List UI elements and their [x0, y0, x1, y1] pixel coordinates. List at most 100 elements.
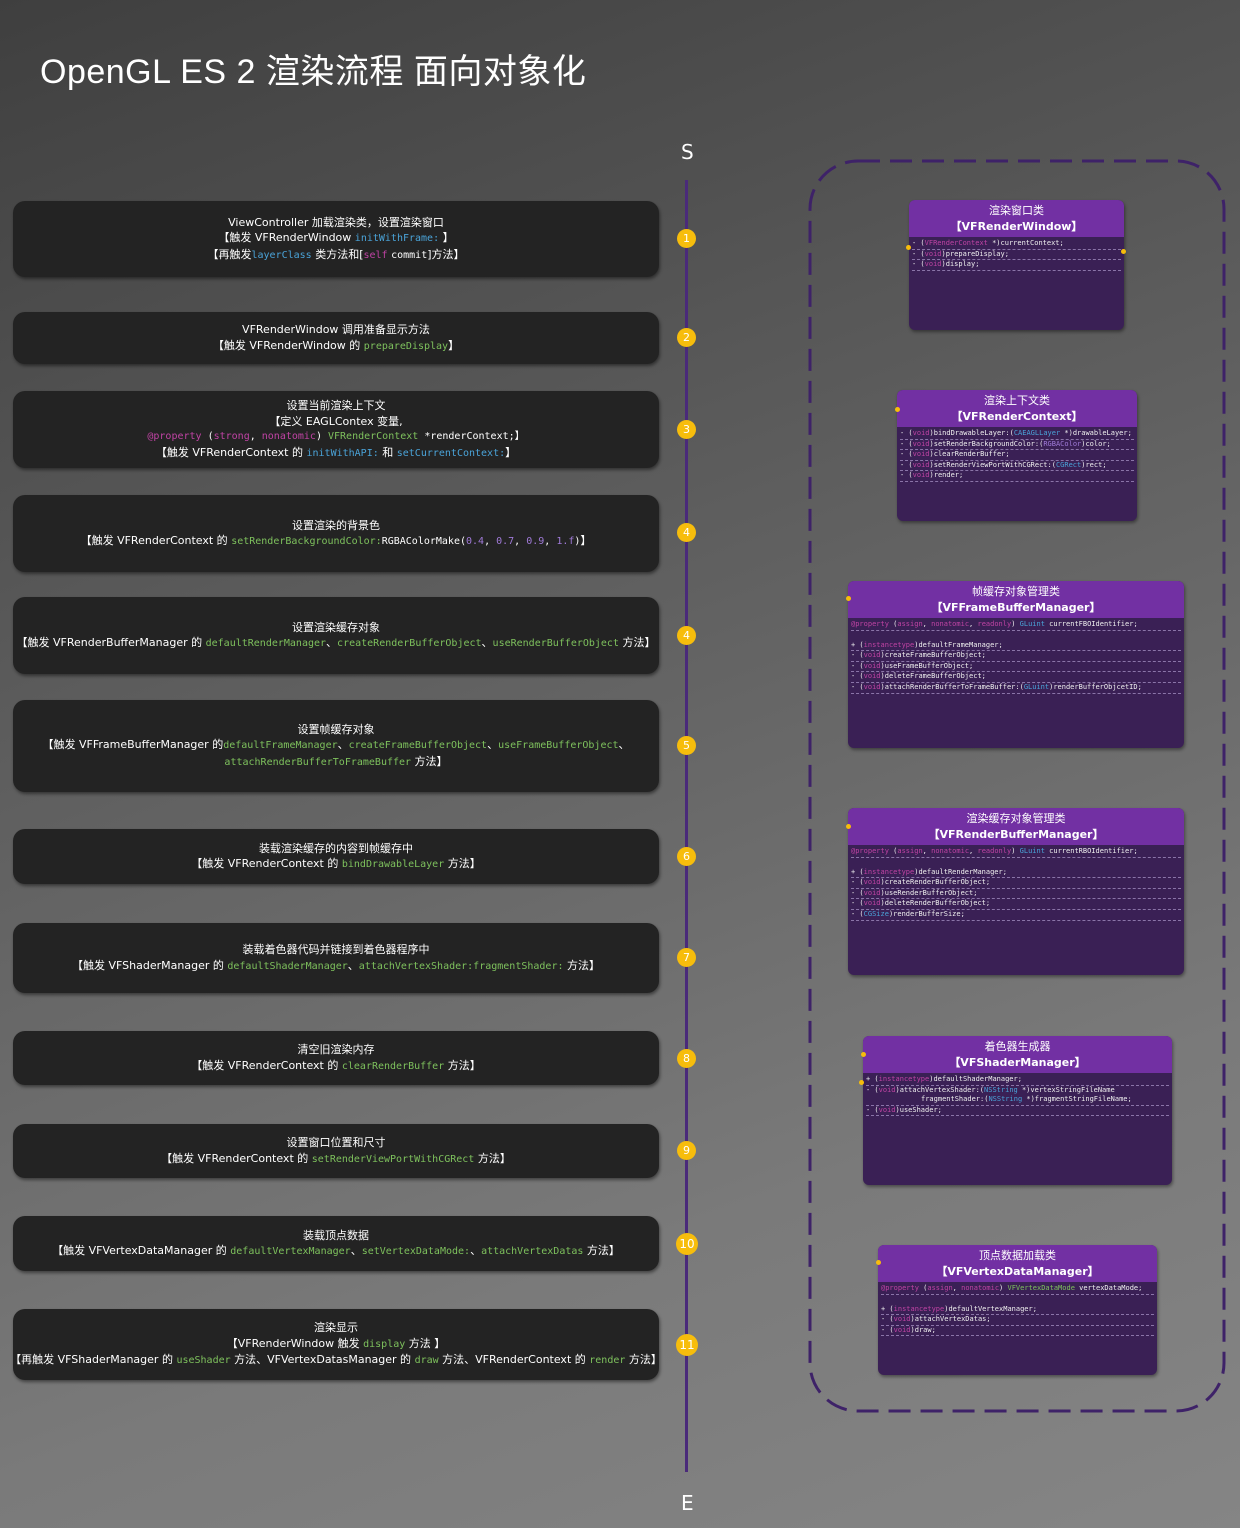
- class-card-header: 帧缓存对象管理类 【VFFrameBufferManager】: [848, 581, 1184, 618]
- step-line: 【触发 VFFrameBufferManager 的defaultFrameMa…: [42, 738, 630, 752]
- class-card-header: 顶点数据加载类 【VFVertexDataManager】: [878, 1245, 1157, 1282]
- class-member: - (void)bindDrawableLayer:(CAEAGLLayer *…: [900, 429, 1134, 440]
- class-member: + (instancetype)defaultFrameManager;: [851, 641, 1181, 652]
- step-number-badge: 6: [677, 847, 696, 866]
- class-member: - (CGSize)renderBufferSize;: [851, 910, 1181, 921]
- timeline-start-label: S: [681, 140, 694, 164]
- class-member: - (VFRenderContext *)currentContext;: [912, 239, 1121, 250]
- step-box-9: 设置窗口位置和尺寸 【触发 VFRenderContext 的 setRende…: [13, 1124, 659, 1178]
- step-line: 装载顶点数据: [303, 1228, 369, 1242]
- class-member: fragmentShader:(NSString *)fragmentStrin…: [866, 1095, 1169, 1106]
- step-box-4a: 设置渲染的背景色 【触发 VFRenderContext 的 setRender…: [13, 495, 659, 572]
- class-member: + (instancetype)defaultVertexManager;: [881, 1305, 1154, 1316]
- class-member: - (void)attachRenderBufferToFrameBuffer:…: [851, 683, 1181, 694]
- class-member: - (void)useFrameBufferObject;: [851, 662, 1181, 673]
- step-box-1: ViewController 加载渲染类，设置渲染窗口 【触发 VFRender…: [13, 201, 659, 277]
- connector-dot: [861, 1052, 866, 1057]
- class-card-name: 【VFFrameBufferManager】: [931, 601, 1101, 614]
- step-line: attachRenderBufferToFrameBuffer 方法】: [224, 754, 448, 768]
- timeline-end-label: E: [681, 1491, 694, 1515]
- class-property: @property (assign, nonatomic, readonly) …: [851, 620, 1181, 631]
- class-card-header: 渲染上下文类 【VFRenderContext】: [897, 390, 1137, 427]
- class-card-name: 【VFRenderContext】: [951, 410, 1083, 423]
- step-number-badge: 5: [677, 736, 696, 755]
- step-line: @property (strong, nonatomic) VFRenderCo…: [147, 431, 525, 442]
- class-card-render-buffer-manager: 渲染缓存对象管理类 【VFRenderBufferManager】 @prope…: [848, 808, 1184, 975]
- step-box-5: 设置帧缓存对象 【触发 VFFrameBufferManager 的defaul…: [13, 700, 659, 792]
- step-line: 设置渲染的背景色: [292, 518, 380, 532]
- step-number-badge: 1: [677, 229, 696, 248]
- step-box-6: 装载渲染缓存的内容到帧缓存中 【触发 VFRenderContext 的 bin…: [13, 829, 659, 884]
- step-box-3: 设置当前渲染上下文 【定义 EAGLContex 变量, @property (…: [13, 391, 659, 468]
- class-card-title: 着色器生成器: [984, 1040, 1051, 1053]
- class-member: - (void)display;: [912, 260, 1121, 271]
- class-card-name: 【VFVertexDataManager】: [936, 1265, 1099, 1278]
- step-line: 【触发 VFRenderContext 的 setRenderBackgroun…: [80, 534, 592, 547]
- class-card-title: 渲染上下文类: [984, 394, 1050, 407]
- class-member: - (void)render;: [900, 471, 1134, 482]
- class-card-title: 渲染缓存对象管理类: [966, 812, 1066, 825]
- step-line: 【触发 VFRenderContext 的 bindDrawableLayer …: [191, 857, 481, 870]
- class-card-header: 渲染窗口类 【VFRenderWindow】: [909, 200, 1124, 237]
- step-line: VFRenderWindow 调用准备显示方法: [242, 323, 430, 336]
- step-line: 渲染显示: [314, 1321, 358, 1335]
- class-card-members: @property (assign, nonatomic) VFVertexDa…: [878, 1282, 1157, 1338]
- step-line: 【再触发layerClass 类方法和[self commit]方法】: [207, 247, 465, 261]
- step-line: 设置帧缓存对象: [297, 722, 375, 736]
- timeline-line: [685, 180, 688, 1472]
- step-number-badge: 9: [677, 1141, 696, 1160]
- class-member: - (void)attachVertexDatas;: [881, 1315, 1154, 1326]
- page-title: OpenGL ES 2 渲染流程 面向对象化: [40, 53, 587, 91]
- connector-dot: [906, 245, 911, 250]
- class-card-members: @property (assign, nonatomic, readonly) …: [848, 845, 1184, 923]
- class-card-shader-manager: 着色器生成器 【VFShaderManager】 + (instancetype…: [863, 1036, 1172, 1185]
- class-property: @property (assign, nonatomic) VFVertexDa…: [881, 1284, 1154, 1295]
- step-line: 【触发 VFRenderContext 的 clearRenderBuffer …: [191, 1058, 481, 1072]
- connector-dot: [859, 1080, 864, 1085]
- step-line: 【触发 VFRenderWindow initWithFrame: 】: [218, 231, 454, 245]
- class-card-frame-buffer-manager: 帧缓存对象管理类 【VFFrameBufferManager】 @propert…: [848, 581, 1184, 748]
- step-box-7: 装载着色器代码并链接到着色器程序中 【触发 VFShaderManager 的 …: [13, 923, 659, 993]
- step-box-10: 装载顶点数据 【触发 VFVertexDataManager 的 default…: [13, 1216, 659, 1271]
- class-card-name: 【VFRenderBufferManager】: [928, 828, 1104, 841]
- step-line: 装载着色器代码并链接到着色器程序中: [242, 943, 430, 956]
- class-member: - (void)attachVertexShader:(NSString *)v…: [866, 1085, 1115, 1094]
- step-box-2: VFRenderWindow 调用准备显示方法 【触发 VFRenderWind…: [13, 312, 659, 364]
- step-line: 【再触发 VFShaderManager 的 useShader 方法、VFVe…: [10, 1353, 662, 1367]
- step-line: 【触发 VFRenderContext 的 initWithAPI: 和 set…: [155, 445, 517, 459]
- class-member: - (void)setRenderViewPortWithCGRect:(CGR…: [900, 461, 1134, 472]
- step-line: 设置当前渲染上下文: [286, 399, 386, 412]
- step-line: 【VFRenderWindow 触发 display 方法 】: [226, 1336, 446, 1350]
- class-card-members: + (instancetype)defaultShaderManager; - …: [863, 1073, 1172, 1118]
- step-line: 【触发 VFRenderWindow 的 prepareDisplay】: [212, 338, 460, 352]
- step-number-badge: 7: [677, 948, 696, 967]
- step-number-badge: 4: [677, 523, 696, 542]
- step-line: 装载渲染缓存的内容到帧缓存中: [259, 841, 413, 855]
- class-member: - (void)createFrameBufferObject;: [851, 651, 1181, 662]
- class-card-members: - (VFRenderContext *)currentContext; - (…: [909, 237, 1124, 273]
- class-card-title: 渲染窗口类: [989, 204, 1044, 217]
- step-line: 【触发 VFVertexDataManager 的 defaultVertexM…: [52, 1244, 620, 1257]
- class-card-vertex-data-manager: 顶点数据加载类 【VFVertexDataManager】 @property …: [878, 1245, 1157, 1375]
- step-box-11: 渲染显示 【VFRenderWindow 触发 display 方法 】 【再触…: [10, 1309, 662, 1380]
- class-member: - (void)createRenderBufferObject;: [851, 878, 1181, 889]
- connector-dot: [846, 596, 851, 601]
- class-member: - (void)deleteRenderBufferObject;: [851, 899, 1181, 910]
- connector-dot: [1121, 249, 1126, 254]
- class-card-header: 渲染缓存对象管理类 【VFRenderBufferManager】: [848, 808, 1184, 845]
- step-line: 【定义 EAGLContex 变量,: [269, 414, 403, 428]
- connector-dot: [876, 1260, 881, 1265]
- class-member: - (void)prepareDisplay;: [912, 250, 1121, 261]
- step-line: 清空旧渲染内存: [297, 1043, 375, 1056]
- class-card-title: 帧缓存对象管理类: [972, 585, 1060, 598]
- step-number-badge: 4: [677, 626, 696, 645]
- connector-dot: [895, 407, 900, 412]
- class-card-render-window: 渲染窗口类 【VFRenderWindow】 - (VFRenderContex…: [909, 200, 1124, 330]
- class-card-header: 着色器生成器 【VFShaderManager】: [863, 1036, 1172, 1073]
- step-line: 设置窗口位置和尺寸: [286, 1136, 386, 1149]
- class-card-render-context: 渲染上下文类 【VFRenderContext】 - (void)bindDra…: [897, 390, 1137, 521]
- class-card-name: 【VFRenderWindow】: [950, 220, 1083, 233]
- class-card-members: @property (assign, nonatomic, readonly) …: [848, 618, 1184, 696]
- step-line: 设置渲染缓存对象: [292, 620, 380, 634]
